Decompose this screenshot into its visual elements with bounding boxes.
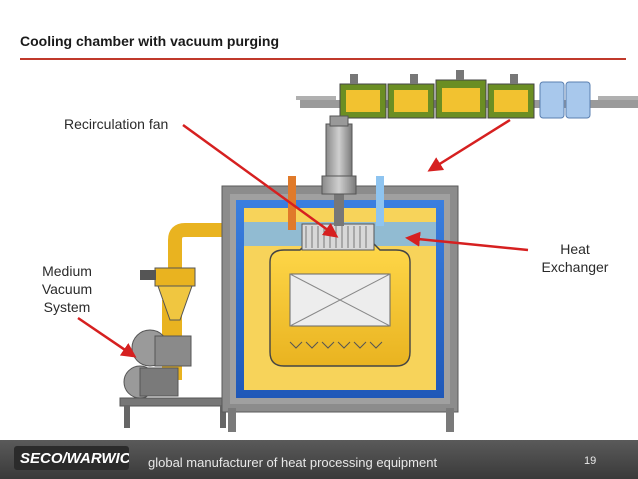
fan-motor — [321, 115, 357, 226]
blue-inlet-pipe — [376, 176, 384, 226]
slide-title: Cooling chamber with vacuum purging — [20, 33, 280, 49]
medium-vacuum-label-line1: Medium — [42, 263, 92, 279]
furnace-line-thumbnail — [296, 70, 638, 119]
heat-exchanger-label-line2: Exchanger — [541, 259, 609, 275]
heat-exchanger-label-line1: Heat — [560, 241, 590, 257]
page-number: 19 — [584, 455, 597, 467]
cooling-chamber-diagram — [77, 70, 638, 432]
arrow-furnace-line — [427, 118, 511, 172]
recirculation-fan-wheel — [301, 223, 375, 251]
load-vessel — [269, 241, 411, 367]
recirculation-fan-label: Recirculation fan — [64, 116, 169, 132]
medium-vacuum-label: Medium Vacuum System — [22, 262, 112, 316]
arrow-vacuum-system — [77, 316, 137, 358]
vacuum-pumps — [119, 329, 229, 428]
logo-text: SECO/WARWICK — [20, 450, 129, 467]
arrow-heat-exchanger — [405, 231, 529, 252]
footer-tagline: global manufacturer of heat processing e… — [148, 455, 438, 470]
secowarwick-logo: SECO/WARWICK — [14, 446, 129, 470]
arrow-recirculation-fan — [182, 123, 339, 238]
medium-vacuum-label-line3: System — [43, 299, 91, 315]
medium-vacuum-label-line2: Vacuum — [41, 281, 93, 297]
heat-exchanger-label: Heat Exchanger — [525, 240, 625, 276]
cyclone-separator — [140, 267, 196, 321]
title-underline — [20, 58, 626, 60]
